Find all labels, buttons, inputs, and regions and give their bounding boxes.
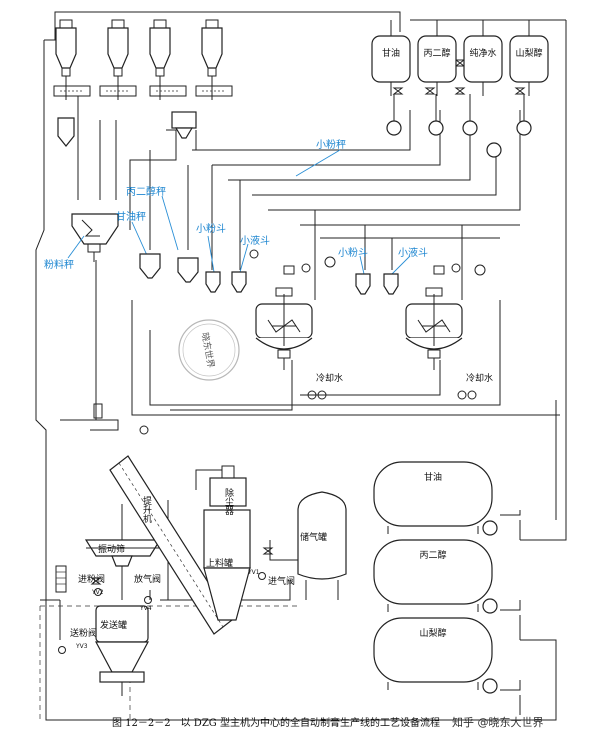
inlet-valve-label: 进气阀 <box>268 575 295 587</box>
top-tank-label-glycerin: 甘油 <box>382 47 400 59</box>
feed-powder-valve-label: 进粉阀 <box>78 573 105 585</box>
top-tank-label-propylene-glycol: 丙二醇 <box>423 47 450 59</box>
send-powder-valve-label: 送粉阀 <box>70 627 97 639</box>
valve-tag-yv4: YV4 <box>139 605 152 612</box>
hoist-label: 提升机 <box>141 496 152 524</box>
weigh-hoppers <box>139 253 399 295</box>
small-powder-hopper-2-label: 小粉斗 <box>338 246 368 259</box>
upper-bin-label: 上料罐 <box>206 557 233 569</box>
dust-collector-label: 除尘器 <box>223 487 234 515</box>
small-liquid-hopper-2-label: 小液斗 <box>398 246 428 259</box>
cooling-water-label-2: 冷却水 <box>466 372 493 384</box>
label-leaders <box>67 149 411 275</box>
valve-tag-yv1: YV1 <box>247 569 260 576</box>
glycerin-scale-label: 甘油秤 <box>116 210 146 223</box>
vibrating-screen-label: 振动筛 <box>98 543 125 555</box>
figure-caption: 图 12－2－2 以 DZG 型主机为中心的全自动制膏生产线的工艺设备流程 <box>112 716 440 729</box>
top-tank-label-pure-water: 纯净水 <box>469 47 496 59</box>
top-tanks <box>371 20 549 96</box>
small-liquid-hopper-1-label: 小液斗 <box>240 234 270 247</box>
top-tank-label-sorbitol: 山梨醇 <box>515 47 542 59</box>
powder-bins <box>53 19 233 147</box>
watermark: 知乎 @晓东大世界 <box>452 715 544 729</box>
stamp-text: 晓东世界 <box>199 331 217 369</box>
vent-valve-label: 放气阀 <box>134 573 161 585</box>
valve-tag-yv2: YV2 <box>91 589 104 596</box>
bottom-tank-label-sorbitol: 山梨醇 <box>419 627 446 639</box>
powder-scale-vessel <box>71 213 119 262</box>
stamp: 晓东世界 <box>178 319 240 381</box>
reactor-2 <box>405 287 463 370</box>
cooling-water-label-1: 冷却水 <box>316 372 343 384</box>
bottom-tank-label-propylene-glycol: 丙二醇 <box>419 549 446 561</box>
gas-tank-label: 储气罐 <box>300 531 327 543</box>
reactor-1 <box>255 287 313 370</box>
powder-scale-label: 粉料秤 <box>44 258 74 271</box>
pipe-network <box>35 11 567 721</box>
bottom-tank-label-glycerin: 甘油 <box>424 471 442 483</box>
send-tank-label: 发送罐 <box>100 619 127 631</box>
propylene-glycol-scale-label: 丙二醇秤 <box>126 185 166 198</box>
small-powder-hopper-1-label: 小粉斗 <box>196 222 226 235</box>
bottom-tanks <box>373 461 498 694</box>
powder-conveying-system <box>55 455 347 696</box>
valve-tag-yv3: YV3 <box>75 643 88 650</box>
small-powder-scale-label: 小粉秤 <box>316 138 346 151</box>
labels: 甘油 丙二醇 纯净水 山梨醇 小粉秤 丙二醇秤 甘油秤 粉料秤 小粉斗 小液斗 … <box>44 47 544 729</box>
top-pumps <box>386 94 532 158</box>
